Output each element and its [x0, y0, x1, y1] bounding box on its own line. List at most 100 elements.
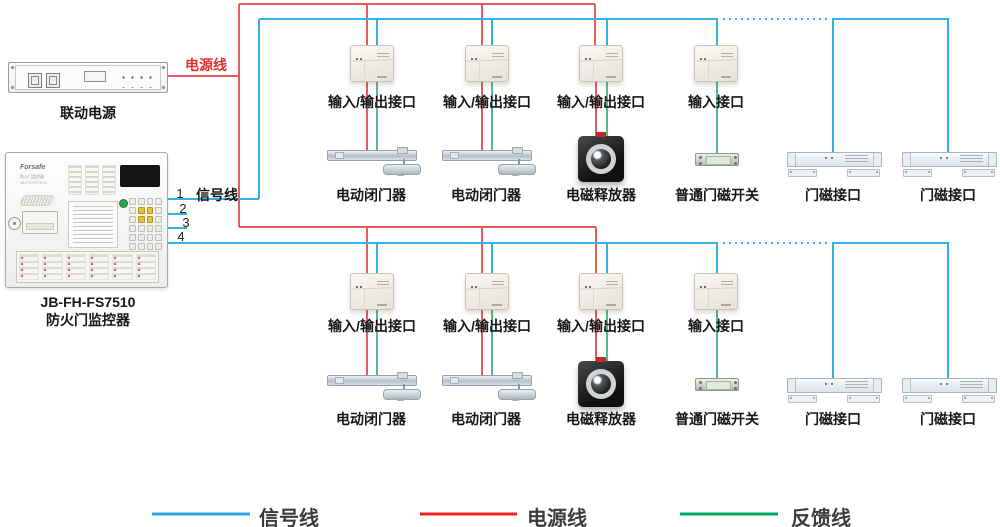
module-dot: [360, 286, 362, 288]
module-logo: [492, 304, 502, 306]
key[interactable]: [146, 216, 154, 223]
key[interactable]: [155, 243, 162, 250]
module-dot: [475, 286, 477, 288]
module-fine-print: [845, 155, 868, 163]
closer-link: [518, 384, 520, 390]
module-fine-print: [721, 53, 733, 59]
power-wires: [165, 3, 597, 379]
closer-tab: [335, 377, 344, 384]
releaser-button: [596, 357, 606, 362]
zone-column: [135, 254, 156, 280]
module-dot: [946, 157, 948, 159]
closer-cap: [397, 372, 408, 379]
key[interactable]: [129, 207, 136, 214]
module-dot: [585, 286, 587, 288]
loop-number-4: 4: [177, 229, 185, 244]
loop-number-1: 1: [176, 186, 184, 201]
key[interactable]: [129, 225, 136, 232]
fire-door-monitor-panel: Forsafe 防火门监控器 JB-FH-FS7510: [5, 152, 168, 288]
module-logo: [721, 76, 731, 78]
module-fine-print: [377, 281, 389, 287]
module-dot: [825, 383, 827, 385]
key[interactable]: [137, 198, 145, 205]
dmif-strip: [847, 169, 880, 177]
key[interactable]: [129, 234, 136, 241]
io-interface-module: [350, 273, 394, 310]
key[interactable]: [129, 198, 136, 205]
module-dot: [940, 157, 942, 159]
key[interactable]: [137, 234, 145, 241]
electric-door-closer: [327, 372, 423, 404]
module-fine-print: [721, 281, 733, 287]
module-dot: [589, 58, 591, 60]
key[interactable]: [129, 216, 136, 223]
closer-link: [403, 384, 405, 390]
legend-label-signal: 信号线: [259, 508, 319, 527]
module-dot: [585, 58, 587, 60]
legend-label-power: 电源线: [527, 508, 587, 527]
module-logo: [606, 76, 616, 78]
closer-tab: [335, 152, 344, 159]
interface-label: 输入接口: [688, 94, 744, 110]
panel-brand-logo: Forsafe: [20, 164, 46, 171]
module-dot: [831, 383, 833, 385]
signal-wires: [168, 18, 949, 381]
module-logo: [606, 304, 616, 306]
module-fine-print: [492, 53, 504, 59]
key[interactable]: [155, 198, 162, 205]
module-dot: [475, 58, 477, 60]
module-dot: [589, 286, 591, 288]
electric-door-closer: [442, 372, 538, 404]
panel-face-model: JB-FH-FS7510: [20, 180, 47, 185]
psu-label: 联动电源: [60, 105, 116, 121]
key[interactable]: [129, 243, 136, 250]
key[interactable]: [155, 216, 162, 223]
key[interactable]: [137, 216, 145, 223]
screw-dot: [699, 156, 702, 159]
screw-dot: [734, 162, 737, 165]
dmif-strip: [847, 395, 880, 403]
panel-green-button[interactable]: [119, 199, 128, 208]
key[interactable]: [146, 198, 154, 205]
panel-button-grid: [129, 198, 162, 250]
interface-label: 输入/输出接口: [443, 94, 531, 110]
key[interactable]: [155, 234, 162, 241]
key[interactable]: [146, 243, 154, 250]
device-label: 普通门磁开关: [675, 411, 759, 427]
electromagnetic-releaser: [578, 357, 624, 407]
psu-face: [15, 65, 161, 90]
electromagnetic-releaser: [578, 132, 624, 182]
key[interactable]: [146, 207, 154, 214]
key[interactable]: [137, 225, 145, 232]
module-dot: [825, 157, 827, 159]
panel-led-columns: [68, 165, 116, 195]
dmif-strip: [903, 169, 932, 177]
module-dot: [700, 58, 702, 60]
module-fine-print: [845, 381, 868, 389]
key[interactable]: [155, 207, 162, 214]
door-magnetic-interface: [787, 377, 882, 403]
screw-dot: [162, 86, 165, 89]
module-dot: [704, 58, 706, 60]
key[interactable]: [146, 234, 154, 241]
door-magnetic-interface: [787, 151, 882, 177]
io-interface-module: [465, 45, 509, 82]
key[interactable]: [146, 225, 154, 232]
module-dot: [946, 383, 948, 385]
door-magnetic-switch: [695, 378, 739, 391]
module-logo: [492, 76, 502, 78]
feedback-wire-path: [376, 79, 718, 383]
key[interactable]: [137, 243, 145, 250]
releaser-magnet-ring: [586, 144, 616, 174]
key[interactable]: [137, 207, 145, 214]
closer-link: [518, 159, 520, 165]
feedback-wires: [376, 79, 718, 383]
screw-dot: [734, 387, 737, 390]
key[interactable]: [155, 225, 162, 232]
door-magnetic-interface: [902, 377, 997, 403]
closer-cap: [512, 147, 523, 154]
panel-display-screen: [120, 165, 160, 187]
dmif-strip: [962, 169, 995, 177]
panel-instruction-card: [68, 201, 118, 248]
panel-model-label: JB-FH-FS7510: [40, 294, 136, 310]
